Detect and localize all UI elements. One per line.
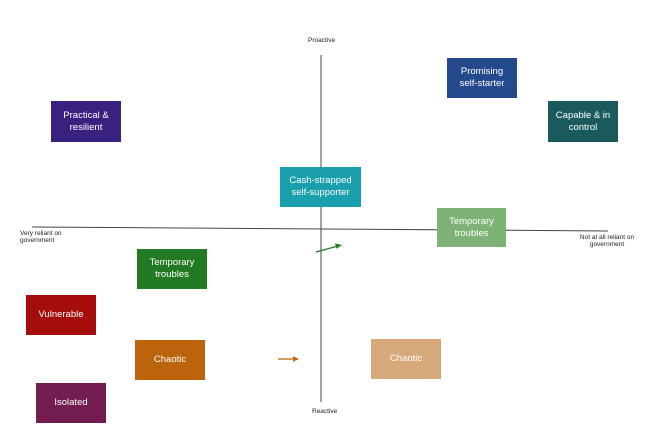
segment-temporary-troubles-light: Temporary troubles	[437, 208, 506, 247]
segment-chaotic-light: Chaotic	[371, 339, 441, 379]
segment-cash-strapped-self-supporter: Cash-strapped self-supporter	[280, 167, 361, 207]
segment-temporary-troubles-dark: Temporary troubles	[137, 249, 207, 289]
segment-isolated: Isolated	[36, 383, 106, 423]
segment-promising-self-starter: Promising self-starter	[447, 58, 517, 98]
axis-label-very-reliant: Very reliant on government	[20, 230, 62, 245]
segment-capable-in-control: Capable & in control	[548, 101, 618, 142]
axis-label-not-reliant: Not at all reliant on government	[579, 234, 635, 249]
segment-practical-resilient: Practical & resilient	[51, 101, 121, 142]
segment-vulnerable: Vulnerable	[26, 295, 96, 335]
axis-label-reactive: Reactive	[312, 408, 338, 415]
axis-label-proactive: Proactive	[308, 37, 336, 44]
green-arrow-head	[335, 243, 342, 249]
orange-arrow-head	[293, 356, 299, 362]
segment-chaotic-dark: Chaotic	[135, 340, 205, 380]
green-shift-arrow	[315, 245, 339, 253]
horizontal-axis	[31, 226, 609, 232]
